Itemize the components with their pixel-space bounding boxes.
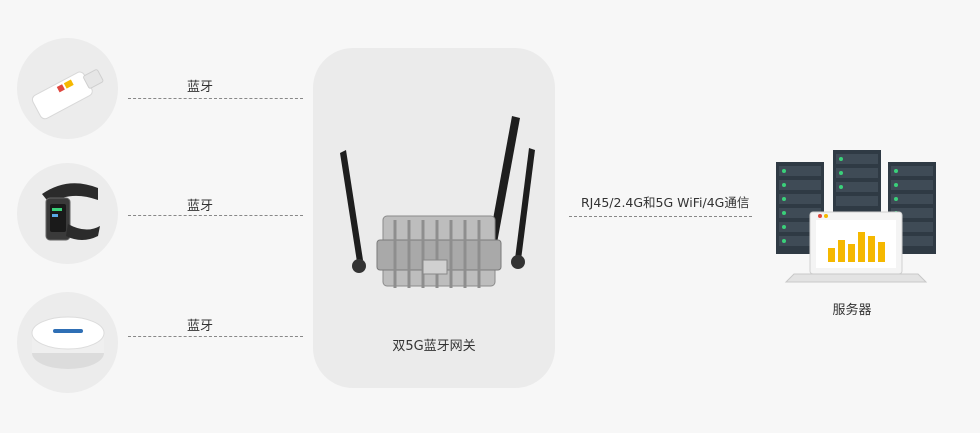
bluetooth-link-label-2: 蓝牙	[187, 199, 214, 214]
bluetooth-dongle-node	[17, 38, 118, 139]
bluetooth-link-label-3: 蓝牙	[187, 319, 214, 334]
bluetooth-link-3	[128, 336, 303, 337]
smart-band-node	[17, 163, 118, 264]
server-icon	[776, 150, 936, 283]
server-label: 服务器	[832, 303, 872, 318]
bluetooth-link-1	[128, 98, 303, 99]
gateway-device-icon	[340, 116, 535, 288]
bluetooth-link-2	[128, 215, 303, 216]
beacon-icon	[31, 316, 104, 369]
gateway-card: 双5G蓝牙网关	[313, 48, 555, 388]
gateway-label: 双5G蓝牙网关	[392, 339, 476, 354]
server-link	[569, 216, 752, 217]
server-link-label: RJ45/2.4G和5G WiFi/4G通信	[581, 195, 750, 210]
beacon-node	[17, 292, 118, 393]
usb-dongle-icon	[31, 68, 103, 119]
wristband-icon	[41, 182, 100, 240]
bluetooth-link-label-1: 蓝牙	[187, 80, 214, 95]
